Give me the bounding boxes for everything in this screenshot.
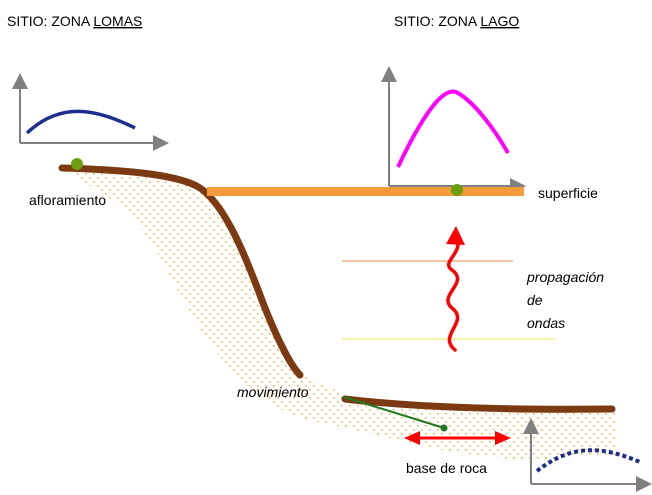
label-movimiento: movimiento bbox=[237, 384, 309, 400]
wavy-up-arrow-icon bbox=[446, 226, 465, 352]
heading-lago-name: LAGO bbox=[480, 13, 519, 29]
rock-profile-slope bbox=[58, 164, 304, 379]
sine-wave-small-amplitude-icon bbox=[25, 109, 136, 135]
outcrop-marker-dot bbox=[71, 158, 83, 170]
heading-lago-prefix: SITIO: ZONA bbox=[394, 13, 480, 29]
lake-response-graph bbox=[381, 66, 526, 194]
outcrop-response-graph bbox=[12, 73, 169, 151]
sediment-deposit bbox=[62, 168, 615, 460]
double-headed-arrow-icon bbox=[404, 431, 511, 445]
heading-lomas: SITIO: ZONA LOMAS bbox=[7, 13, 142, 29]
label-afloramiento: afloramiento bbox=[29, 192, 106, 208]
movimiento-leader-line bbox=[343, 396, 445, 429]
base-response-graph bbox=[523, 418, 652, 492]
rock-profile-bottom bbox=[341, 395, 616, 413]
sine-wave-large-amplitude-icon bbox=[396, 89, 510, 168]
heading-lago: SITIO: ZONA LAGO bbox=[394, 13, 519, 29]
surface-bar bbox=[207, 187, 524, 196]
label-propagacion-line2: de bbox=[527, 292, 543, 308]
heading-lomas-name: LOMAS bbox=[93, 13, 142, 29]
label-propagacion-line3: ondas bbox=[527, 315, 565, 331]
label-superficie: superficie bbox=[538, 185, 598, 201]
label-base-roca: base de roca bbox=[406, 460, 487, 476]
label-propagacion-line1: propagación bbox=[526, 269, 604, 285]
lake-marker-dot bbox=[451, 184, 463, 196]
heading-lomas-prefix: SITIO: ZONA bbox=[7, 13, 93, 29]
movimiento-leader-dot bbox=[440, 424, 448, 432]
